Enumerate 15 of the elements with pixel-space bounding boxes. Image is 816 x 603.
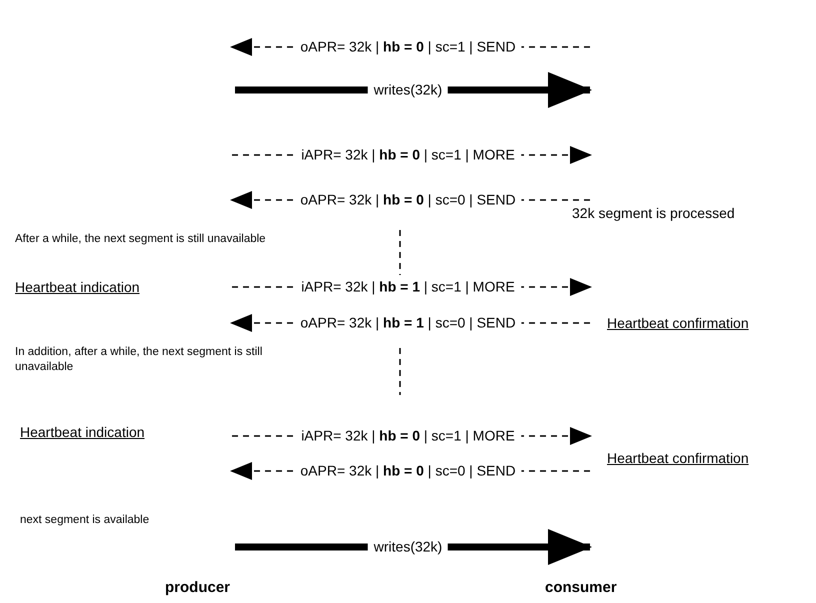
annotation-label: Heartbeat indication	[15, 278, 140, 296]
message-label: iAPR= 32k | hb = 0 | sc=1 | MORE	[295, 146, 521, 164]
message-label: iAPR= 32k | hb = 0 | sc=1 | MORE	[295, 428, 521, 444]
annotation-label: Heartbeat indication	[20, 423, 145, 442]
participant-label: producer	[165, 578, 230, 598]
message-label: writes(32k)	[368, 82, 448, 98]
message-label: iAPR= 32k | hb = 1 | sc=1 | MORE	[295, 278, 521, 296]
note-text: next segment is available	[20, 513, 150, 528]
note-text: After a while, the next segment is still unavailable	[15, 232, 266, 247]
annotation-label: Heartbeat confirmation	[607, 314, 749, 332]
participant-label: consumer	[545, 578, 617, 598]
annotation-label: Heartbeat confirmation	[607, 449, 749, 468]
note-text: In addition, after a while, the next segment is still unavailable	[15, 345, 264, 375]
note-text: 32k segment is processed	[572, 204, 735, 222]
message-label: writes(32k)	[368, 538, 448, 556]
